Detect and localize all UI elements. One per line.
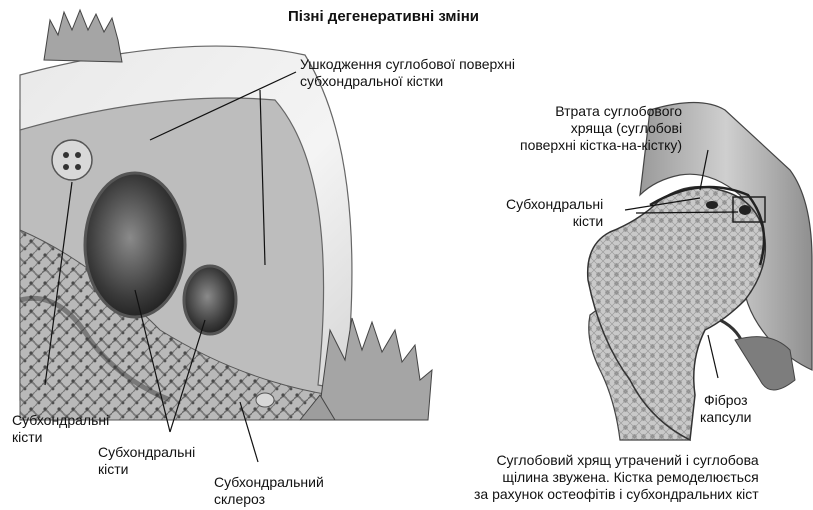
- label-cartilage-loss: Втрата суглобового хряща (суглобові пове…: [520, 103, 682, 154]
- chondrocyte-cluster: [52, 140, 92, 180]
- label-subchondral-sclerosis: Субхондральний склероз: [214, 474, 324, 508]
- fibrillated-cartilage-top: [44, 10, 122, 62]
- diagram-title: Пізні дегенеративні зміни: [288, 8, 479, 25]
- figure-caption: Суглобовий хрящ утрачений і суглобова щі…: [474, 452, 759, 503]
- label-subchondral-cysts-right: Субхондральні кісти: [506, 196, 603, 230]
- label-articular-surface-damage: Ушкодження суглобової поверхні субхондра…: [300, 56, 515, 90]
- label-subchondral-cysts-middle: Субхондральні кісти: [98, 444, 195, 478]
- small-subchondral-cyst: [184, 266, 236, 334]
- large-subchondral-cyst: [85, 173, 185, 317]
- label-subchondral-cysts-left: Субхондральні кісти: [12, 412, 109, 446]
- label-capsule-fibrosis: Фіброз капсули: [700, 392, 751, 426]
